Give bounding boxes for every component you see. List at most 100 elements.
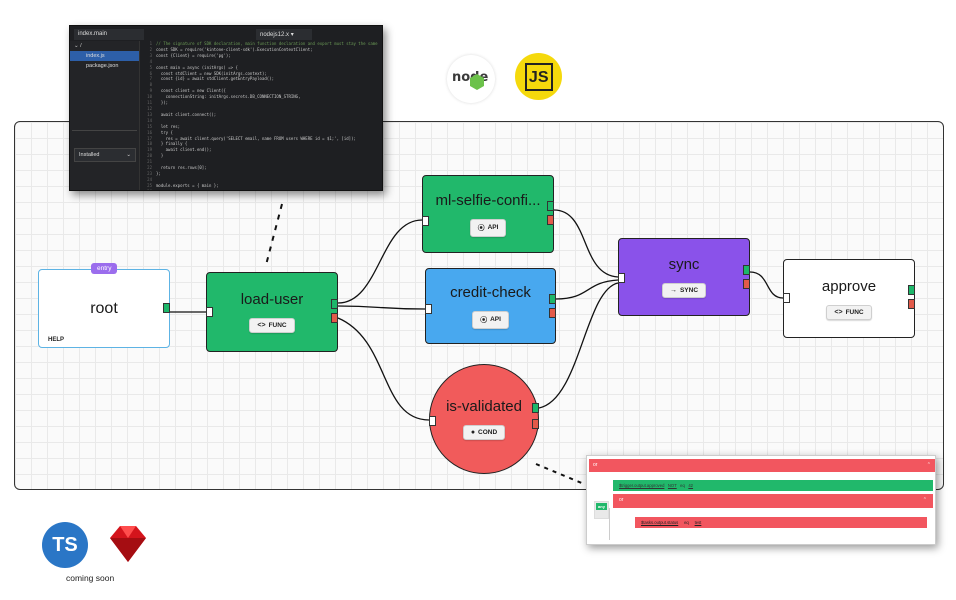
code-line: 17 res = await client.query('SELECT emai… bbox=[142, 136, 382, 142]
code-line: 11 }); bbox=[142, 100, 382, 106]
line-text: await client.connect(); bbox=[156, 111, 217, 117]
file-item[interactable]: index.js bbox=[70, 51, 139, 61]
code-line: 14 bbox=[142, 118, 382, 124]
line-text: const SDK = require('kintone-client-sdk'… bbox=[156, 46, 313, 52]
code-line: 18 } finally { bbox=[142, 141, 382, 147]
code-icon: <> bbox=[834, 308, 843, 316]
type-pill: <>FUNC bbox=[249, 318, 295, 333]
type-pill: <>FUNC bbox=[826, 304, 872, 320]
line-text: const main = async (initArgs) => { bbox=[156, 64, 238, 70]
output-port-error[interactable] bbox=[743, 279, 750, 289]
code-line: 10 connectionString: initArgs.secrets.DB… bbox=[142, 94, 382, 100]
line-number: 16 bbox=[147, 129, 152, 135]
output-port-ok[interactable] bbox=[743, 265, 750, 275]
input-port[interactable] bbox=[618, 273, 625, 283]
line-number: 2 bbox=[149, 46, 152, 52]
pin-icon: ● bbox=[470, 429, 476, 436]
node-is-validated[interactable]: is-validated ●COND bbox=[429, 364, 539, 474]
code-line: 6 const stdClient = new SDK(initArgs.con… bbox=[142, 71, 382, 77]
line-number: 13 bbox=[147, 111, 152, 117]
output-port-ok[interactable] bbox=[163, 303, 170, 313]
node-sync[interactable]: sync →SYNC bbox=[618, 238, 750, 316]
line-number: 17 bbox=[147, 135, 152, 141]
node-credit-check[interactable]: credit-check ⦿API bbox=[425, 268, 556, 344]
line-number: 12 bbox=[147, 105, 152, 111]
type-pill: ●COND bbox=[462, 425, 506, 440]
line-text: await client.end(); bbox=[156, 147, 212, 153]
code-line: 21 bbox=[142, 159, 382, 165]
condition-row[interactable]: $trigger.output.approved NOT eq 42 bbox=[613, 480, 933, 491]
help-label[interactable]: HELP bbox=[48, 337, 65, 343]
node-approve[interactable]: approve <>FUNC bbox=[783, 259, 915, 338]
type-pill: →SYNC bbox=[661, 283, 707, 298]
line-number: 3 bbox=[149, 52, 152, 58]
code-line: 5 const main = async (initArgs) => { bbox=[142, 65, 382, 71]
code-area[interactable]: 1// The signature of SDK declaration, ma… bbox=[142, 41, 382, 190]
code-line: 13 await client.connect(); bbox=[142, 112, 382, 118]
node-title: is-validated bbox=[446, 398, 522, 415]
line-number: 1 bbox=[149, 41, 152, 46]
editor-tab[interactable]: index.main bbox=[74, 29, 144, 40]
node-load-user[interactable]: load-user <>FUNC bbox=[206, 272, 338, 352]
node-title: root bbox=[90, 299, 118, 317]
code-line: 8 bbox=[142, 82, 382, 88]
js-icon: JS bbox=[524, 62, 553, 91]
input-port[interactable] bbox=[206, 307, 213, 317]
code-line: 22 return res.rows[0]; bbox=[142, 165, 382, 171]
entry-badge: entry bbox=[91, 263, 118, 274]
chevron-up-icon[interactable]: ⌃ bbox=[926, 462, 931, 468]
input-port[interactable] bbox=[429, 416, 436, 426]
line-number: 14 bbox=[147, 117, 152, 123]
type-pill: ⦿API bbox=[469, 218, 507, 237]
input-port[interactable] bbox=[783, 293, 790, 303]
output-port-error[interactable] bbox=[549, 308, 556, 318]
output-port-ok[interactable] bbox=[549, 294, 556, 304]
line-number: 9 bbox=[149, 88, 152, 94]
output-port-error[interactable] bbox=[908, 299, 915, 309]
line-text: } bbox=[156, 153, 164, 159]
output-port-error[interactable] bbox=[331, 313, 338, 323]
line-number: 4 bbox=[149, 58, 152, 64]
line-text: const client = new Client({ bbox=[156, 88, 226, 94]
output-port-ok[interactable] bbox=[908, 285, 915, 295]
output-port-ok[interactable] bbox=[547, 201, 554, 211]
code-line: 9 const client = new Client({ bbox=[142, 88, 382, 94]
javascript-logo: JS bbox=[515, 53, 562, 100]
folder-item[interactable]: ⌄ / bbox=[74, 43, 82, 49]
condition-panel: or ⌃ $trigger.output.approved NOT eq 42 … bbox=[586, 455, 936, 545]
installed-select[interactable]: Installed⌄ bbox=[74, 148, 136, 162]
condition-group-or[interactable]: or ⌃ bbox=[589, 459, 935, 472]
line-number: 18 bbox=[147, 141, 152, 147]
node-title: credit-check bbox=[450, 283, 531, 301]
line-text: res = await client.query('SELECT email, … bbox=[156, 135, 356, 141]
output-port-ok[interactable] bbox=[532, 403, 539, 413]
code-line: 15 let res; bbox=[142, 124, 382, 130]
input-port[interactable] bbox=[422, 216, 429, 226]
code-line: 24 bbox=[142, 177, 382, 183]
any-toggle[interactable]: any bbox=[594, 501, 609, 519]
line-number: 15 bbox=[147, 123, 152, 129]
file-item[interactable]: package.json bbox=[86, 63, 119, 69]
output-port-error[interactable] bbox=[547, 215, 554, 225]
type-pill: ⦿API bbox=[472, 310, 509, 329]
condition-row[interactable]: $tasks.output.status eq test bbox=[635, 517, 927, 528]
line-number: 24 bbox=[147, 176, 152, 182]
line-number: 5 bbox=[149, 64, 152, 70]
arrow-right-icon: → bbox=[669, 287, 677, 294]
node-root[interactable]: entry root HELP bbox=[38, 263, 170, 348]
line-number: 10 bbox=[147, 94, 152, 100]
node-ml-selfie[interactable]: ml-selfie-confi... ⦿API bbox=[422, 175, 554, 253]
input-port[interactable] bbox=[425, 304, 432, 314]
code-icon: <> bbox=[257, 322, 266, 329]
chevron-up-icon[interactable]: ⌃ bbox=[922, 497, 927, 503]
condition-group-or-nested[interactable]: or ⌃ bbox=[613, 494, 933, 508]
output-port-error[interactable] bbox=[532, 419, 539, 429]
chevron-down-icon: ⌄ bbox=[126, 152, 131, 158]
runtime-select[interactable]: nodejs12.x ▾ bbox=[256, 29, 312, 40]
line-text: const {id} = await stdClient.getEntryPay… bbox=[156, 76, 275, 82]
output-port-ok[interactable] bbox=[331, 299, 338, 309]
line-number: 21 bbox=[147, 159, 152, 165]
